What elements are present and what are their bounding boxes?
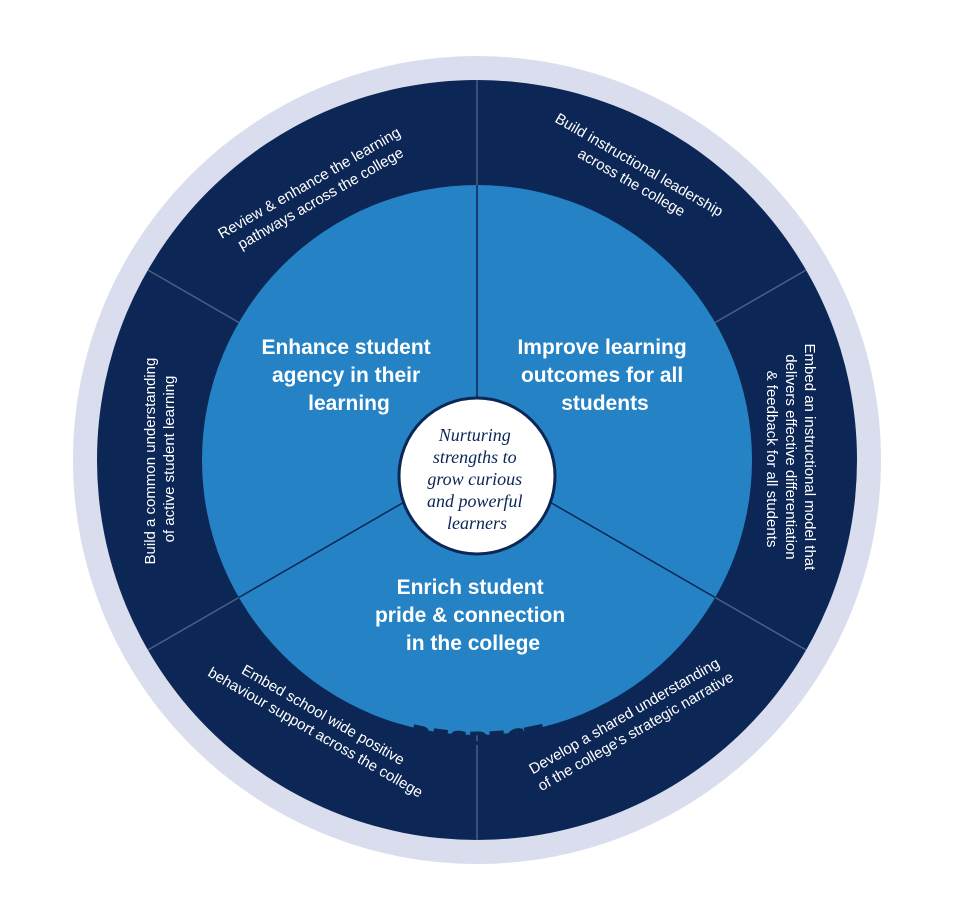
strategy-instructional-model-line-1: Embed an instructional model that: [801, 344, 818, 572]
goal-pride-line-3: in the college: [406, 632, 540, 655]
center-statement-line-4: and powerful: [427, 491, 523, 511]
goal-pride: Enrich student pride & connection in the…: [375, 576, 571, 655]
strategy-instructional-model: Embed an instructional model that delive…: [763, 344, 818, 575]
strategy-divider-3: [714, 596, 807, 651]
center-statement-line-2: strengths to: [433, 447, 517, 467]
goal-agency-line-3: learning: [308, 392, 390, 415]
center-statement: Nurturing strengths to grow curious and …: [427, 425, 527, 533]
goal-labels: Enhance student agency in their learning…: [261, 336, 692, 655]
center-statement-line-1: Nurturing: [438, 425, 511, 445]
goal-pride-line-1: Enrich student: [397, 576, 544, 599]
strategy-divider-6: [147, 269, 240, 324]
strategy-instructional-model-line-3: & feedback for all students: [763, 371, 780, 548]
center-statement-line-3: grow curious: [427, 469, 522, 489]
goal-outcomes-line-3: students: [561, 392, 649, 415]
goal-outcomes: Improve learning outcomes for all studen…: [517, 336, 692, 415]
goal-outcomes-line-2: outcomes for all: [521, 364, 683, 387]
strategy-active-learning: Build a common understanding of active s…: [142, 354, 178, 565]
strategy-active-learning-line-1: Build a common understanding: [142, 358, 159, 565]
strategy-instructional-model-line-2: delivers effective differentiation: [782, 354, 799, 559]
goal-agency-line-1: Enhance student: [261, 336, 430, 359]
goal-outcomes-line-1: Improve learning: [517, 336, 686, 359]
strategy-divider-2: [714, 269, 807, 324]
strategy-dividers: [147, 80, 807, 840]
goal-pride-line-2: pride & connection: [375, 604, 565, 627]
goal-agency: Enhance student agency in their learning: [261, 336, 436, 415]
center-statement-line-5: learners: [447, 513, 507, 533]
goal-agency-line-2: agency in their: [272, 364, 420, 387]
strategy-divider-5: [147, 596, 240, 651]
center-disk: [397, 396, 557, 556]
strategy-active-learning-line-2: of active student learning: [161, 376, 178, 543]
